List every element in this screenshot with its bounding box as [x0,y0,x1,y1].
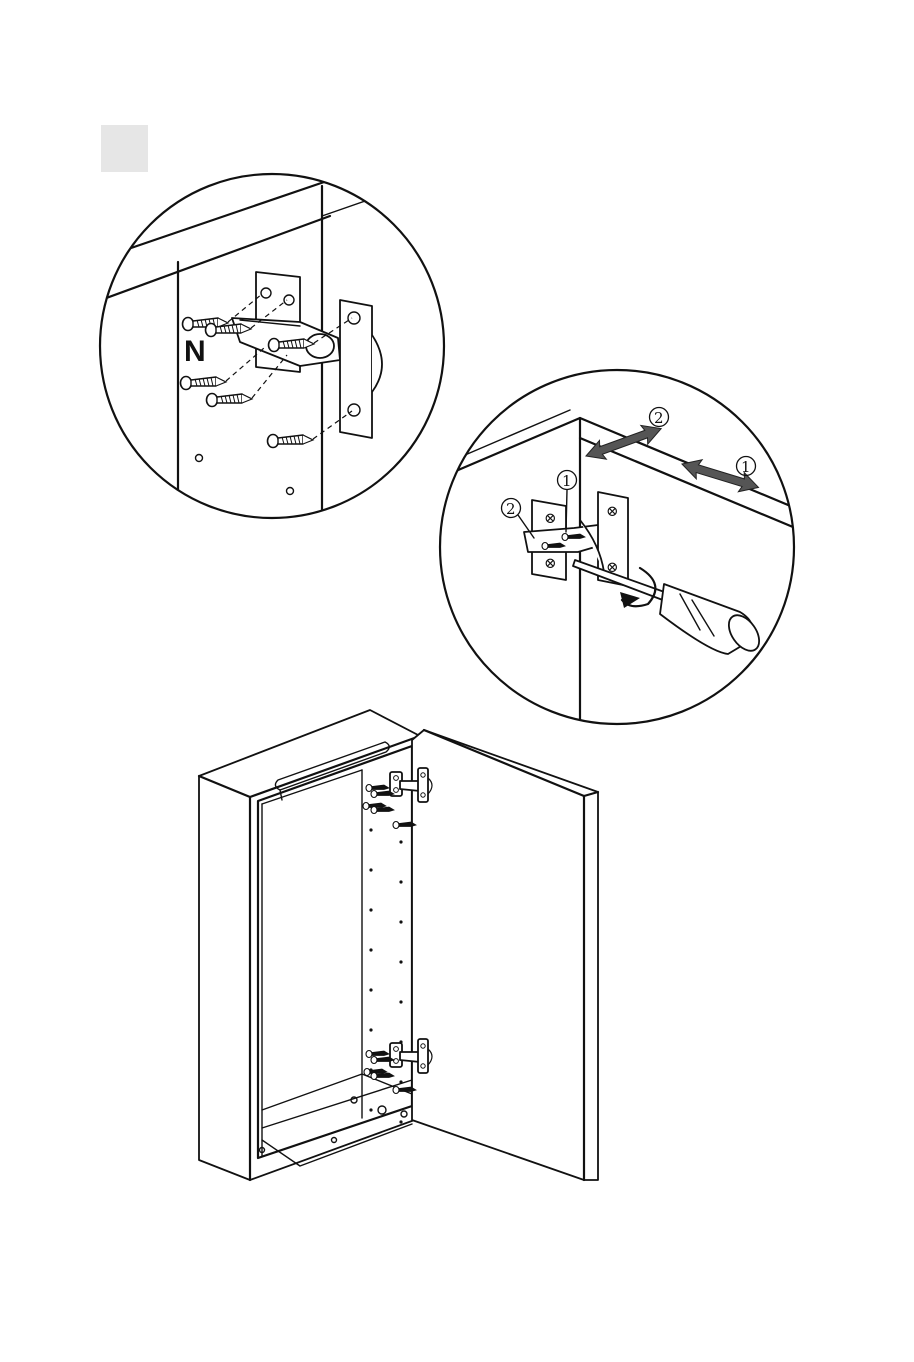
svg-text:⊗: ⊗ [606,502,619,520]
screw-icon [181,377,227,390]
shelf-pin-hole [399,840,402,843]
cabinet-icon [199,710,598,1180]
shelf-pin-hole [369,908,372,911]
shelf-pin-hole [399,880,402,883]
shelf-pin-hole [287,488,294,495]
svg-text:⊗: ⊗ [544,509,557,527]
shelf-pin-hole [399,960,402,963]
shelf-pin-hole [399,1080,402,1083]
shelf-pin-hole [399,1120,402,1123]
detail-hinge-adjustment: ⊗ ⊗ ⊗ ⊗ [430,370,800,740]
svg-text:1: 1 [562,472,572,490]
shelf-pin-hole [369,1028,372,1031]
screw-icon [268,435,314,448]
label-right-arrow: 1 [737,457,756,477]
screwdriver-icon [573,560,765,656]
cabinet-door [412,730,598,1180]
part-label-n: N [184,335,206,368]
svg-text:⊗: ⊗ [544,554,557,572]
svg-text:1: 1 [741,458,751,476]
shelf-pin-hole [196,455,203,462]
hinge-cup-plate [340,300,372,438]
shelf-pin-hole [369,1108,372,1111]
shelf-pin-hole [369,828,372,831]
shelf-pin-hole [369,948,372,951]
shelf-pin-hole [369,868,372,871]
shelf-pin-hole [399,920,402,923]
label-upper-arrow: 2 [650,408,669,428]
detail-hinge-mounting: N [90,168,460,520]
shelf-pin-hole [369,988,372,991]
step-marker [101,125,148,172]
svg-text:2: 2 [506,500,516,518]
shelf-pin-hole [399,1000,402,1003]
label-screw-left: 2 [502,499,535,539]
svg-text:2: 2 [654,409,664,427]
screw-icon [207,394,253,407]
double-arrow-icon [583,419,665,465]
